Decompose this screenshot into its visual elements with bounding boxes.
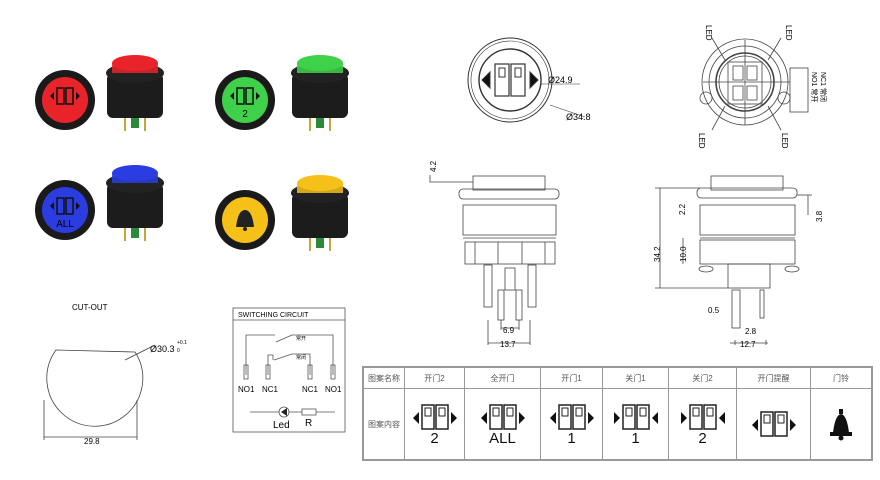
pattern-cell: 1 — [540, 388, 603, 461]
door-open-icon — [549, 404, 594, 430]
dim-pin-outer: 13.7 — [500, 340, 516, 349]
pattern-icon-wrap: ALL — [465, 402, 540, 446]
row-content-label: 图案内容 — [362, 388, 405, 461]
nc1-label: NC1 常闭 — [819, 72, 828, 102]
product-red — [35, 55, 164, 131]
pattern-cell: ALL — [464, 388, 541, 461]
circuit-nc-label: 常闭 — [296, 354, 306, 361]
door-open-icon — [480, 404, 525, 430]
door-icon — [50, 197, 80, 215]
door-open-icon — [412, 404, 457, 430]
product-symbol-caption: 2 — [242, 109, 248, 120]
side-view-left — [429, 175, 560, 345]
dim-pin-span: 12.7 — [740, 340, 756, 349]
pattern-icon-wrap — [811, 407, 871, 441]
pattern-caption: 1 — [631, 430, 640, 447]
door-close-icon — [613, 404, 658, 430]
pattern-cell: 2 — [668, 388, 737, 461]
led-label: LED — [697, 133, 706, 149]
outer-diameter-label: Ø34.8 — [566, 112, 591, 122]
pattern-caption: 2 — [430, 430, 439, 447]
terminal-label: NC1 — [262, 385, 279, 394]
pattern-icon-wrap: 2 — [405, 402, 464, 446]
cutout-diameter: Ø30.3 — [150, 344, 175, 354]
bell-icon — [236, 210, 254, 231]
back-view-drawing — [699, 37, 809, 131]
pattern-name: 关门2 — [668, 366, 737, 389]
product-symbol-caption: ALL — [56, 219, 74, 230]
cutout-drawing — [43, 344, 156, 440]
dim-top: 4.2 — [429, 160, 438, 172]
cutout-tol-plus: +0.1 — [177, 340, 187, 346]
dim-total: 34.2 — [653, 246, 662, 262]
door-open-icon — [751, 411, 796, 437]
pattern-cell: 2 — [404, 388, 465, 461]
pattern-name: 开门1 — [540, 366, 603, 389]
side-view-right — [655, 175, 812, 345]
dim-flange: 3.8 — [815, 210, 824, 222]
front-view-drawing — [467, 37, 586, 123]
door-icon — [50, 87, 80, 105]
pattern-caption: 2 — [698, 430, 707, 447]
dim-pin-thick: 0.5 — [708, 306, 720, 315]
terminal-label: NO1 — [325, 385, 342, 394]
pattern-name: 开门提醒 — [736, 366, 811, 389]
pattern-caption: ALL — [489, 430, 516, 447]
led-label: LED — [784, 25, 793, 41]
led-label: LED — [704, 25, 713, 41]
door-close-icon — [680, 404, 725, 430]
dim-body: 10.0 — [679, 246, 688, 262]
terminal-label: NO1 — [238, 385, 255, 394]
led-diode-icon — [281, 408, 287, 416]
pattern-name: 门铃 — [810, 366, 873, 389]
dim-pin-inner: 6.9 — [503, 326, 515, 335]
product-green — [215, 55, 349, 131]
door-icon — [230, 87, 260, 105]
pattern-caption: 1 — [567, 430, 576, 447]
pattern-icon-wrap: 1 — [541, 402, 602, 446]
pattern-icon-wrap: 1 — [603, 402, 668, 446]
pattern-cell — [810, 388, 873, 461]
pattern-name: 开门2 — [404, 366, 465, 389]
circuit-no-label: 常开 — [296, 335, 306, 342]
bell-icon — [830, 409, 852, 441]
pattern-cell — [736, 388, 811, 461]
cutout-title: CUT-OUT — [72, 303, 108, 312]
terminal-label: NC1 — [302, 385, 319, 394]
pattern-icon-wrap: 2 — [669, 402, 736, 446]
product-blue — [35, 165, 164, 241]
no1-label: NO1 常开 — [810, 72, 819, 102]
led-label: LED — [780, 133, 789, 149]
led-label: Led — [273, 420, 290, 431]
circuit-title: SWITCHING CIRCUIT — [238, 312, 309, 319]
pattern-name: 关门1 — [602, 366, 669, 389]
dim-pin-width: 2.8 — [745, 327, 757, 336]
pattern-icon-wrap — [737, 409, 810, 439]
pattern-cell: 1 — [602, 388, 669, 461]
switching-circuit — [232, 307, 346, 433]
row-name-label: 图案名称 — [362, 366, 405, 389]
product-yellow — [215, 175, 349, 251]
inner-diameter-label: Ø24.9 — [548, 75, 573, 85]
pattern-name: 全开门 — [464, 366, 541, 389]
cutout-width: 29.8 — [84, 437, 100, 446]
dim-ring: 2.2 — [678, 203, 687, 215]
cutout-tol-minus: 0 — [177, 348, 180, 354]
resistor-label: R — [305, 418, 312, 429]
